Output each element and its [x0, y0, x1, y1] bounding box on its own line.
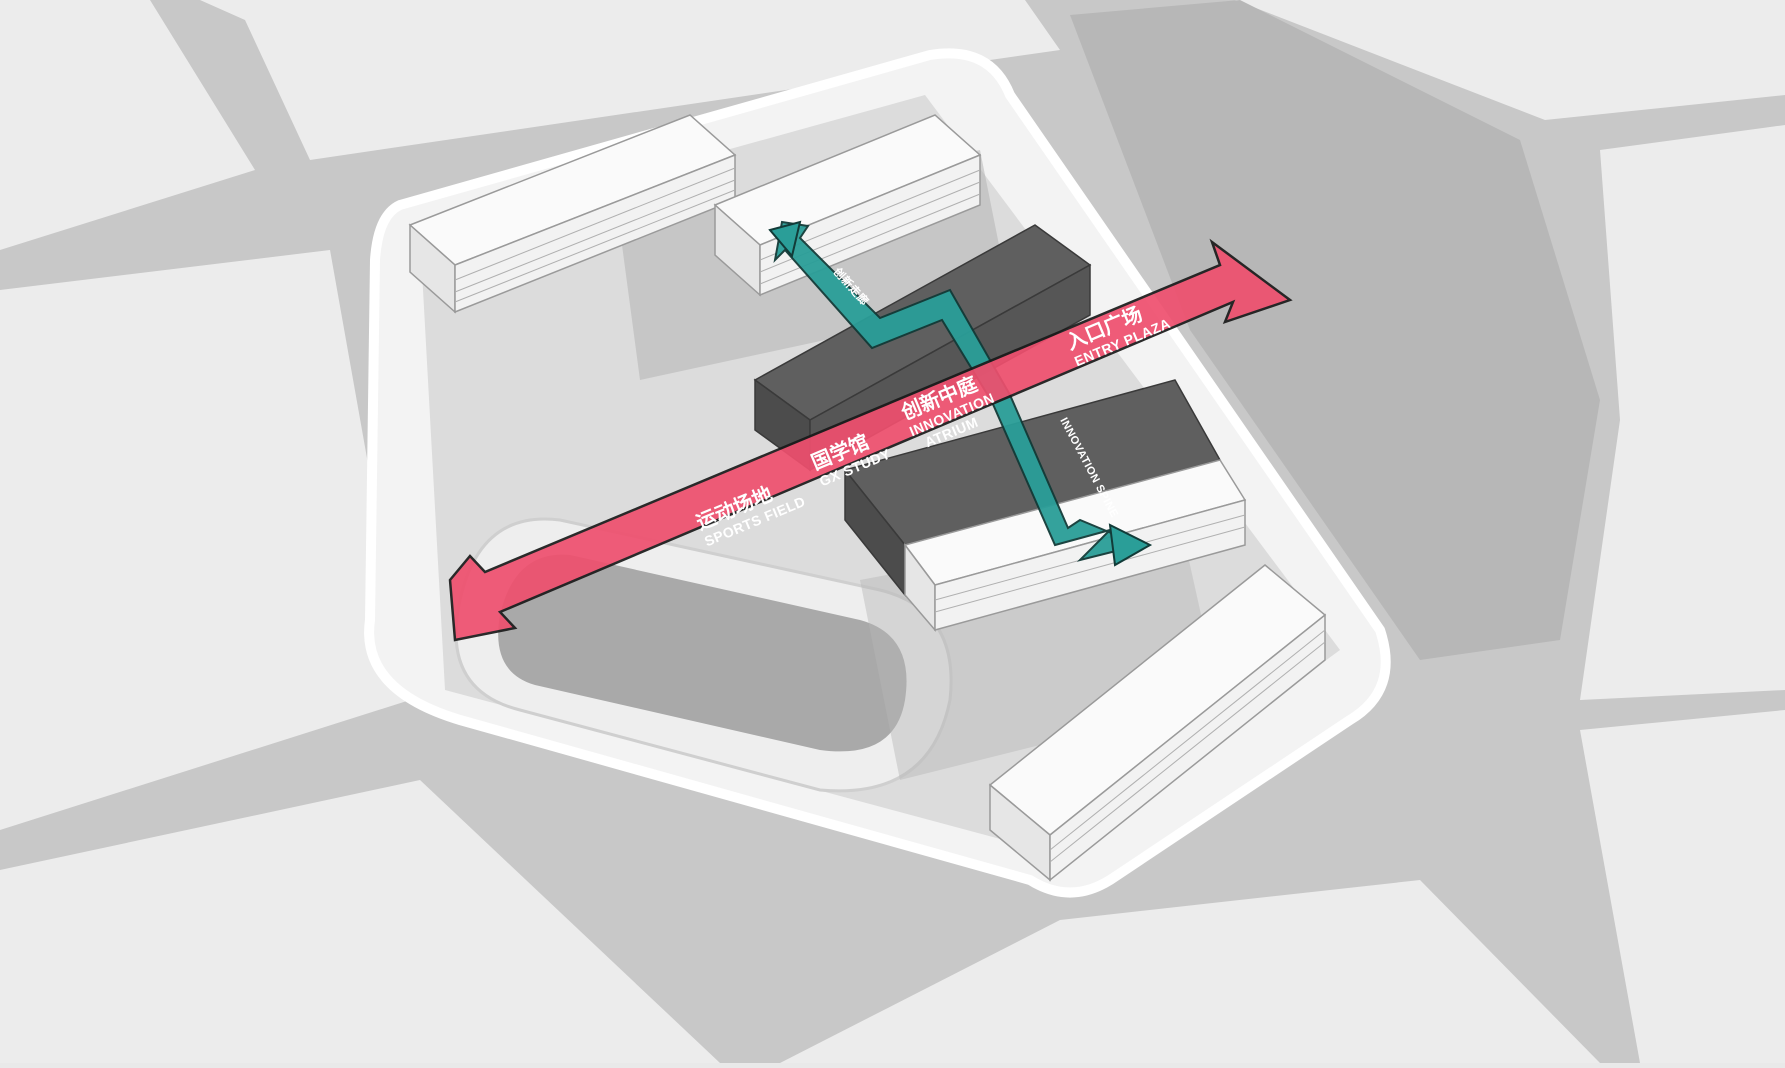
city-block-se [1580, 710, 1785, 1063]
spine-shape [773, 220, 1144, 562]
city-block-north [200, 0, 1060, 160]
parking-block [1070, 0, 1600, 660]
city-block-west [0, 250, 410, 830]
innovation-spine-arrow [768, 220, 1153, 567]
field-turf [498, 554, 907, 752]
building-northwest [408, 114, 737, 314]
building-southeast [988, 564, 1327, 882]
sports-field [454, 517, 953, 793]
city-block-nw [0, 0, 255, 250]
city-block-east [1580, 125, 1785, 700]
main-axis-arrow [448, 238, 1293, 642]
city-block-ne [1235, 0, 1785, 120]
city-block-sw [0, 780, 720, 1063]
city-block-south [780, 880, 1600, 1063]
spine-arrowhead-north [768, 220, 802, 259]
axis-band [448, 238, 1293, 642]
spine-arrowhead-south [1108, 523, 1153, 567]
